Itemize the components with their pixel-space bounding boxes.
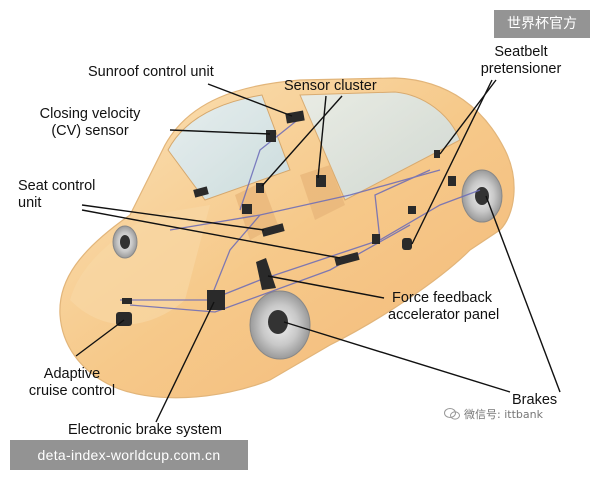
label-electronic-brake-system: Electronic brake system xyxy=(68,422,222,439)
label-closing-line1: Closing velocity xyxy=(28,106,152,123)
label-seat-line2: unit xyxy=(18,195,95,212)
label-seatbelt-pretensioner: Seatbelt pretensioner xyxy=(466,44,576,78)
label-sensor-cluster: Sensor cluster xyxy=(284,78,377,95)
label-seat-control-unit: Seat control unit xyxy=(18,178,95,212)
label-force-feedback-accelerator: Force feedback accelerator panel xyxy=(388,290,499,324)
label-seat-line1: Seat control xyxy=(18,178,95,195)
label-adaptive-line2: cruise control xyxy=(16,383,128,400)
wechat-icon xyxy=(444,407,460,421)
brakes-leader-1 xyxy=(284,322,510,392)
label-seatbelt-line2: pretensioner xyxy=(466,61,576,78)
label-seatbelt-line1: Seatbelt xyxy=(466,44,576,61)
watermark-bottom-left: deta-index-worldcup.com.cn xyxy=(10,440,248,470)
label-closing-line2: (CV) sensor xyxy=(28,123,152,140)
label-force-line1: Force feedback xyxy=(388,290,499,307)
wechat-watermark: 微信号: ittbank xyxy=(444,406,543,422)
watermark-top-right: 世界杯官方 xyxy=(494,10,590,38)
ebs-unit xyxy=(207,290,225,310)
pretensioner-box xyxy=(402,238,412,250)
label-adaptive-cruise-control: Adaptive cruise control xyxy=(16,366,128,400)
wechat-id-text: 微信号: ittbank xyxy=(464,406,543,422)
label-sunroof-control-unit: Sunroof control unit xyxy=(88,64,214,81)
label-force-line2: accelerator panel xyxy=(388,307,499,324)
label-adaptive-line1: Adaptive xyxy=(16,366,128,383)
label-closing-velocity-sensor: Closing velocity (CV) sensor xyxy=(28,106,152,140)
cv-sensor xyxy=(266,130,276,142)
